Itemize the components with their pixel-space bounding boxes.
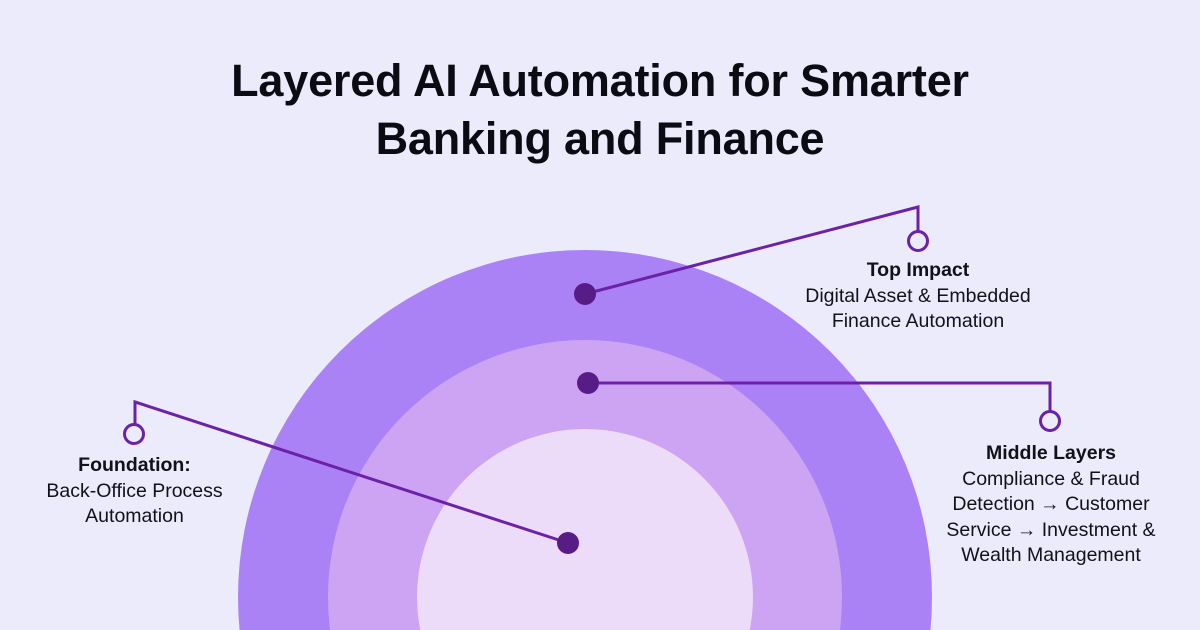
- callout-text-middle-layers-line-2: Detection → Customer: [952, 493, 1150, 515]
- callout-heading-middle-layers: Middle Layers: [985, 442, 1117, 464]
- connector-line-foundation: [133, 399, 569, 545]
- callout-text-middle-layers-line-1: Compliance & Fraud: [962, 467, 1140, 490]
- callout-label-middle-layers: Middle Layers Compliance & Fraud Detecti…: [910, 441, 1192, 569]
- page-title: Layered AI Automation for Smarter Bankin…: [0, 52, 1200, 168]
- callout-text-top-impact-line-1: Digital Asset & Embedded: [805, 284, 1031, 307]
- connector-foundation: [123, 399, 579, 554]
- anchor-dot-icon-top-impact: [574, 283, 596, 305]
- connector-line-middle-layers: [588, 381, 1052, 411]
- anchor-dot-icon-middle-layers: [577, 372, 599, 394]
- connector-middle-layers: [577, 372, 1061, 432]
- callout-text-middle-layers-line-3: Service → Investment &: [946, 518, 1156, 541]
- inner-ring-shape: [417, 429, 753, 630]
- circle-marker-icon-top-impact: [907, 230, 929, 252]
- circle-marker-icon-foundation: [123, 423, 145, 445]
- connector-line-top-impact: [584, 205, 920, 296]
- callout-text-foundation-line-2: Automation: [85, 505, 184, 527]
- callout-heading-top-impact: Top Impact: [866, 259, 970, 281]
- callout-label-foundation: Foundation: Back-Office Process Automati…: [8, 453, 261, 530]
- connector-top-impact: [574, 205, 929, 305]
- page-title-line-2: Banking and Finance: [375, 113, 825, 164]
- callout-heading-foundation: Foundation:: [78, 454, 191, 476]
- circle-marker-icon-middle-layers: [1039, 410, 1061, 432]
- anchor-dot-icon-foundation: [557, 532, 579, 554]
- callout-text-middle-layers-line-4: Wealth Management: [961, 544, 1141, 566]
- callout-text-foundation-line-1: Back-Office Process: [46, 479, 223, 502]
- callout-text-top-impact-line-2: Finance Automation: [831, 310, 1005, 332]
- page-title-line-1: Layered AI Automation for Smarter: [231, 55, 969, 106]
- callout-label-top-impact: Top Impact Digital Asset & Embedded Fina…: [772, 258, 1064, 335]
